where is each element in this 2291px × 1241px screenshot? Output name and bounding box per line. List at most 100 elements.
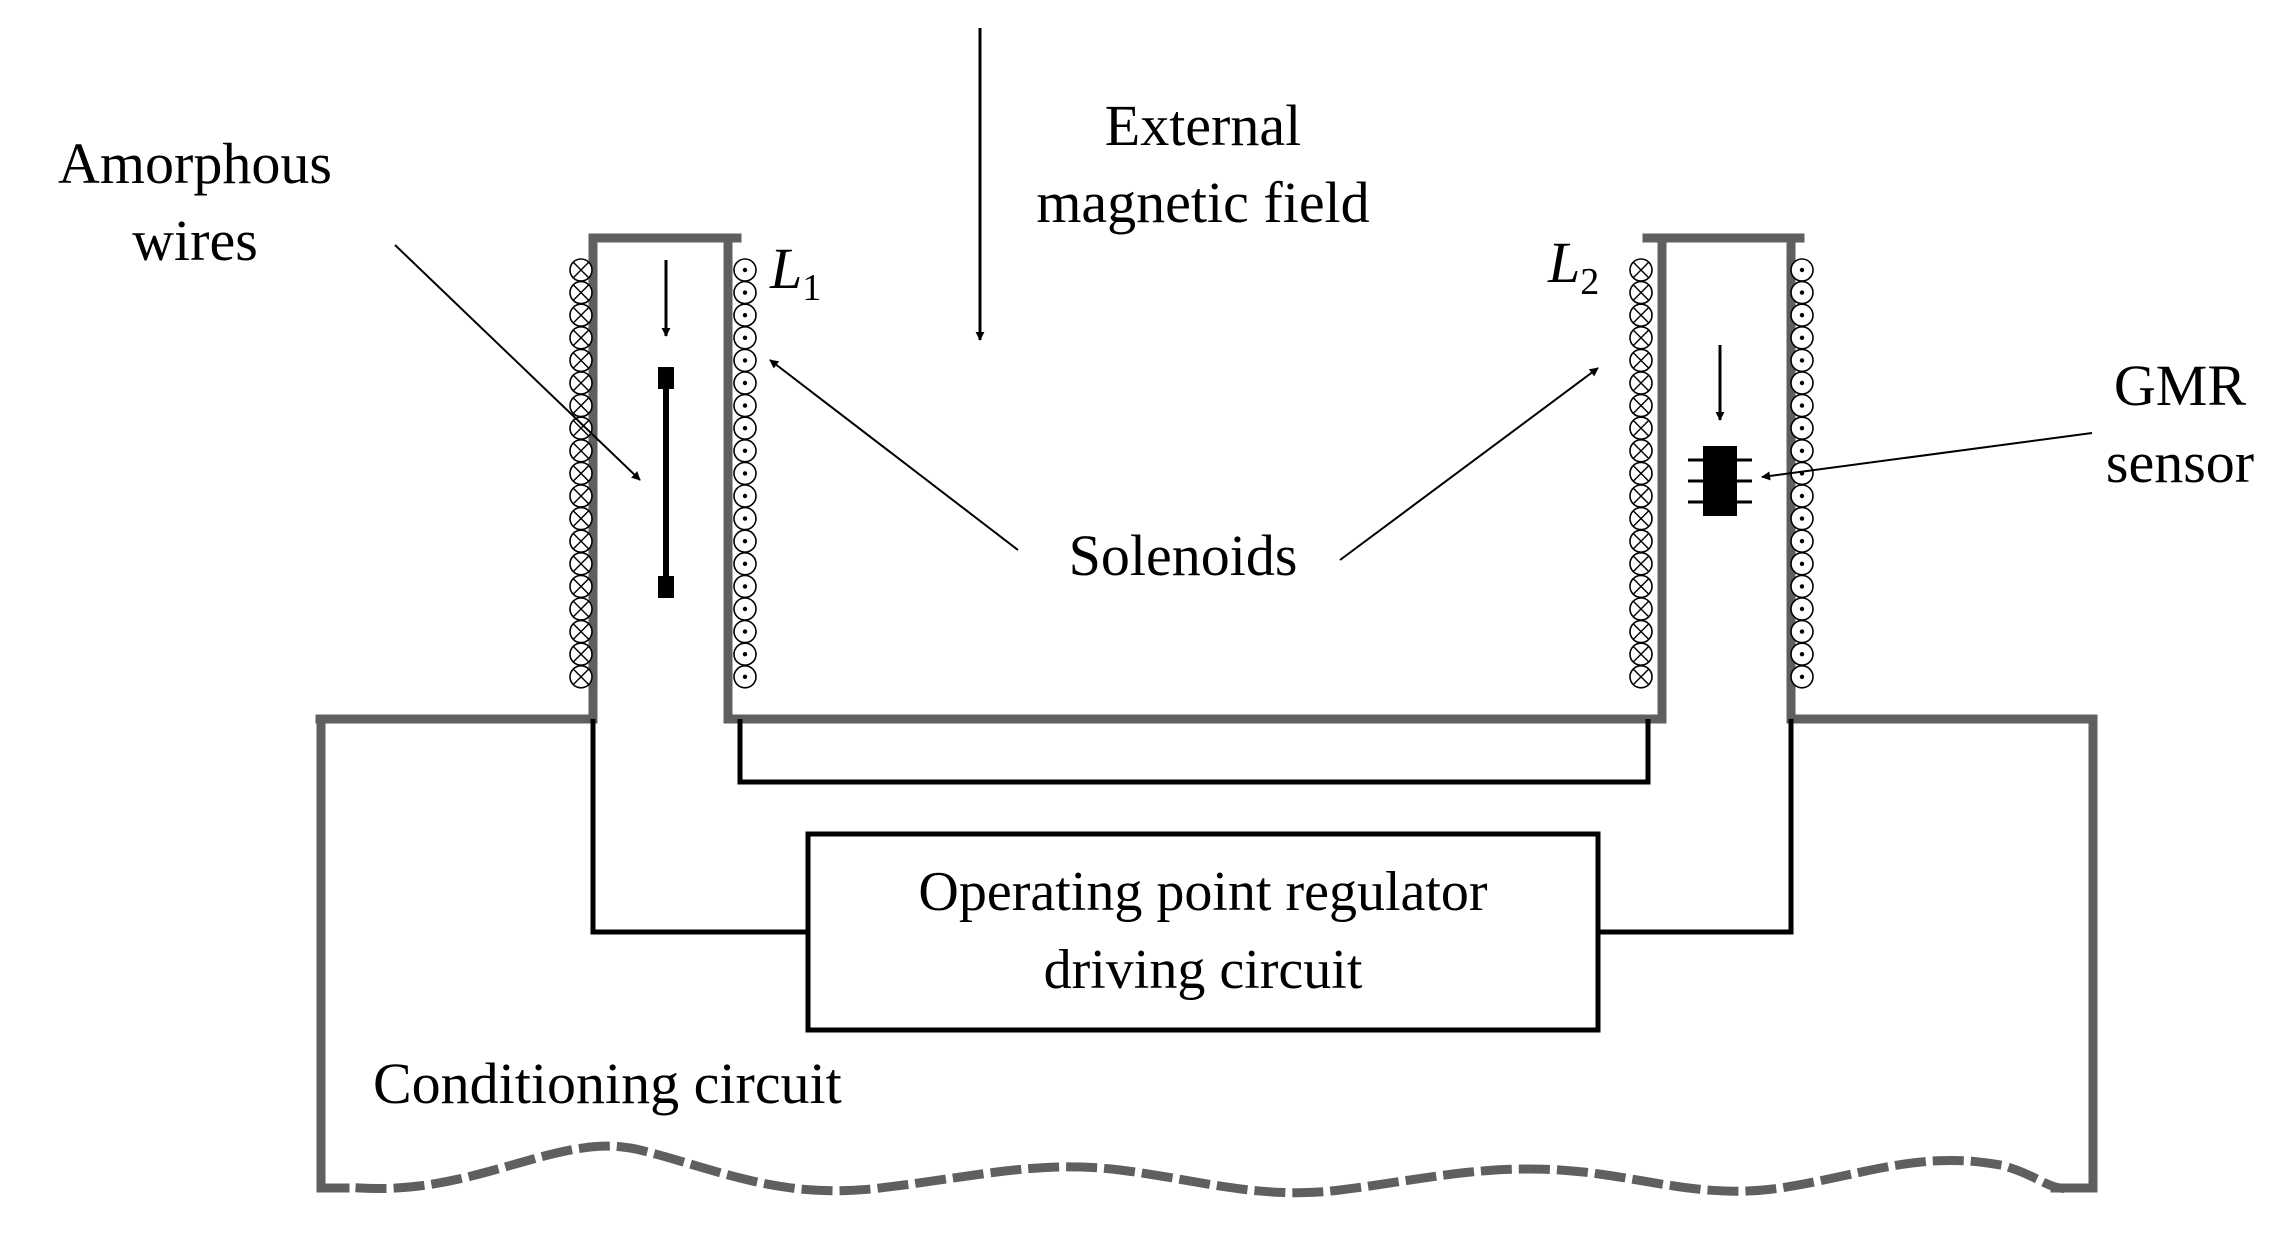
winding-cross-symbol [569, 551, 593, 576]
winding-cross-symbol [1629, 506, 1653, 531]
regulator-box-label-line2: driving circuit [1044, 939, 1363, 1001]
winding-cross-symbol [569, 303, 593, 328]
winding-dot-symbol [1790, 348, 1814, 373]
amorphous-wires-label-line1: Amorphous [58, 131, 332, 196]
winding-cross-symbol [1629, 393, 1653, 418]
winding-cross-symbol [569, 574, 593, 599]
winding-dot-symbol [733, 371, 757, 395]
solenoid-l2-subscript: 2 [1580, 261, 1599, 303]
winding-dot-symbol [1790, 438, 1814, 463]
winding-cross-symbol [1629, 258, 1653, 282]
solenoid-l1-inner-winding [733, 258, 757, 689]
winding-cross-symbol [1629, 416, 1653, 441]
winding-cross-symbol [1629, 438, 1653, 463]
solenoid-connection-wire [737, 719, 1651, 785]
winding-cross-symbol [569, 371, 593, 395]
winding-cross-symbol [1629, 574, 1653, 599]
gmr-sensor-label-line2: sensor [2106, 430, 2254, 495]
solenoid-l2-letter: L [1547, 230, 1580, 295]
winding-cross-symbol [569, 438, 593, 463]
winding-dot-symbol [1790, 574, 1814, 599]
regulator-box [805, 831, 1601, 1033]
solenoids-leader-right [1339, 367, 1599, 561]
winding-dot-symbol [733, 258, 757, 282]
winding-dot-symbol [733, 393, 757, 418]
amorphous-wire-element [658, 367, 674, 598]
winding-dot-symbol [733, 280, 757, 305]
solenoid-frame-left [315, 233, 2098, 1193]
regulator-box-label-line1: Operating point regulator [918, 861, 1488, 923]
winding-dot-symbol [1790, 416, 1814, 441]
winding-cross-symbol [569, 461, 593, 486]
winding-cross-symbol [569, 416, 593, 441]
winding-cross-symbol [1629, 461, 1653, 486]
winding-dot-symbol [1790, 325, 1814, 350]
winding-dot-symbol [1790, 506, 1814, 531]
winding-cross-symbol [1629, 371, 1653, 395]
winding-dot-symbol [733, 416, 757, 441]
winding-dot-symbol [733, 348, 757, 373]
winding-dot-symbol [1790, 664, 1814, 689]
winding-dot-symbol [1790, 619, 1814, 644]
winding-cross-symbol [1629, 348, 1653, 373]
winding-dot-symbol [733, 484, 757, 508]
solenoid-l1-letter: L [769, 236, 802, 301]
winding-dot-symbol [1790, 642, 1814, 667]
dashed-bottom-edge [355, 1141, 2066, 1198]
winding-cross-symbol [1629, 325, 1653, 350]
winding-cross-symbol [1629, 619, 1653, 644]
external-field-label-line1: External [1105, 93, 1301, 158]
winding-dot-symbol [733, 574, 757, 599]
winding-dot-symbol [733, 325, 757, 350]
external-field-label-line2: magnetic field [1036, 170, 1369, 235]
solenoid-l1-outer-winding [569, 258, 593, 689]
winding-dot-symbol [733, 506, 757, 531]
solenoid-l2-outer-winding [1790, 258, 1814, 689]
solenoids-leader-left [769, 359, 1019, 551]
winding-cross-symbol [569, 258, 593, 282]
winding-cross-symbol [569, 597, 593, 621]
winding-cross-symbol [1629, 551, 1653, 576]
gmr-sensor-chip [1688, 446, 1752, 516]
solenoid-l1-label: L1 [769, 236, 821, 309]
winding-dot-symbol [1790, 371, 1814, 395]
winding-dot-symbol [733, 551, 757, 576]
winding-dot-symbol [733, 642, 757, 667]
winding-dot-symbol [733, 619, 757, 644]
winding-cross-symbol [569, 642, 593, 667]
winding-dot-symbol [733, 303, 757, 328]
left-drive-wire [590, 719, 808, 935]
winding-cross-symbol [1629, 642, 1653, 667]
winding-dot-symbol [1790, 484, 1814, 508]
winding-dot-symbol [1790, 303, 1814, 328]
winding-cross-symbol [1629, 597, 1653, 621]
winding-dot-symbol [733, 597, 757, 621]
winding-cross-symbol [569, 280, 593, 305]
winding-cross-symbol [569, 393, 593, 418]
solenoids-label: Solenoids [1069, 523, 1298, 588]
conditioning-frame-left [316, 714, 350, 1193]
conditioning-circuit-label: Conditioning circuit [373, 1051, 842, 1116]
solenoid-l1-subscript: 1 [802, 267, 821, 309]
winding-cross-symbol [569, 325, 593, 350]
amorphous-wires-label-line2: wires [132, 208, 258, 273]
winding-dot-symbol [1790, 258, 1814, 282]
winding-dot-symbol [733, 461, 757, 486]
winding-dot-symbol [1790, 393, 1814, 418]
winding-cross-symbol [569, 619, 593, 644]
winding-dot-symbol [1790, 597, 1814, 621]
right-drive-wire [1598, 719, 1794, 935]
winding-cross-symbol [569, 484, 593, 508]
winding-dot-symbol [733, 529, 757, 554]
winding-dot-symbol [1790, 529, 1814, 554]
winding-dot-symbol [733, 438, 757, 463]
winding-dot-symbol [1790, 551, 1814, 576]
winding-cross-symbol [1629, 484, 1653, 508]
gmr-sensor-leader [1761, 432, 2093, 481]
solenoid-l2-inner-winding [1629, 258, 1653, 689]
winding-cross-symbol [569, 529, 593, 554]
winding-cross-symbol [569, 664, 593, 689]
winding-cross-symbol [1629, 529, 1653, 554]
gmr-sensor-label-line1: GMR [2114, 353, 2246, 418]
